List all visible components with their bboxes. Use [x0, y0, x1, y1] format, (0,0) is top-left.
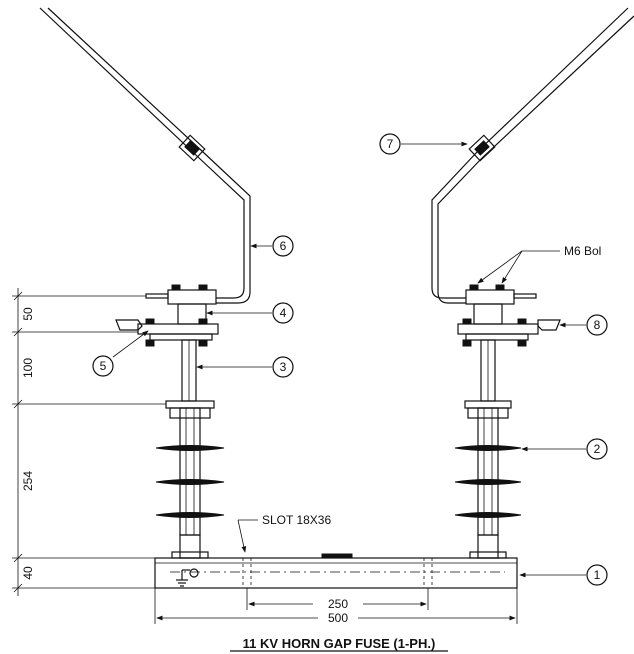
base-channel [154, 553, 518, 589]
callout-7: 7 [379, 133, 468, 155]
left-head-assembly [115, 284, 219, 347]
bolt-note: M6 Bol [477, 244, 601, 284]
callout-2-label: 2 [594, 442, 601, 456]
earth-symbol-icon [176, 569, 190, 587]
callout-6-label: 6 [280, 239, 287, 253]
callout-4: 4 [206, 302, 294, 324]
right-horn-rod [431, 7, 634, 304]
dim-100-label: 100 [21, 358, 35, 378]
callout-4-label: 4 [280, 306, 287, 320]
callout-7-label: 7 [387, 137, 394, 151]
callout-3: 3 [196, 356, 294, 378]
slot-note: SLOT 18X36 [237, 513, 331, 553]
vertical-dimensions: 50 100 254 40 [12, 288, 166, 596]
callout-5: 5 [92, 330, 149, 377]
bolt-note-label: M6 Bol [564, 244, 601, 258]
callout-8: 8 [559, 314, 608, 336]
left-horn-rod [39, 7, 251, 304]
callout-5-label: 5 [100, 359, 107, 373]
right-head-assembly [457, 284, 561, 347]
left-rod [181, 339, 197, 402]
slot-note-label: SLOT 18X36 [262, 513, 331, 527]
dim-254-label: 254 [21, 471, 35, 491]
callout-1: 1 [519, 564, 608, 586]
dim-500-label: 500 [328, 611, 348, 625]
callout-1-label: 1 [594, 568, 601, 582]
callout-3-label: 3 [280, 360, 287, 374]
right-insulator [454, 400, 522, 559]
callout-8-label: 8 [594, 318, 601, 332]
dim-250-label: 250 [328, 597, 348, 611]
dim-40-label: 40 [21, 566, 35, 580]
left-insulator [155, 400, 225, 559]
horizontal-dimensions: 250 500 [154, 588, 518, 625]
dim-50-label: 50 [21, 307, 35, 321]
drawing-title: 11 KV HORN GAP FUSE (1-PH.) [243, 636, 436, 651]
callout-6: 6 [250, 235, 294, 257]
callout-2: 2 [521, 438, 608, 460]
right-rod [480, 339, 496, 402]
